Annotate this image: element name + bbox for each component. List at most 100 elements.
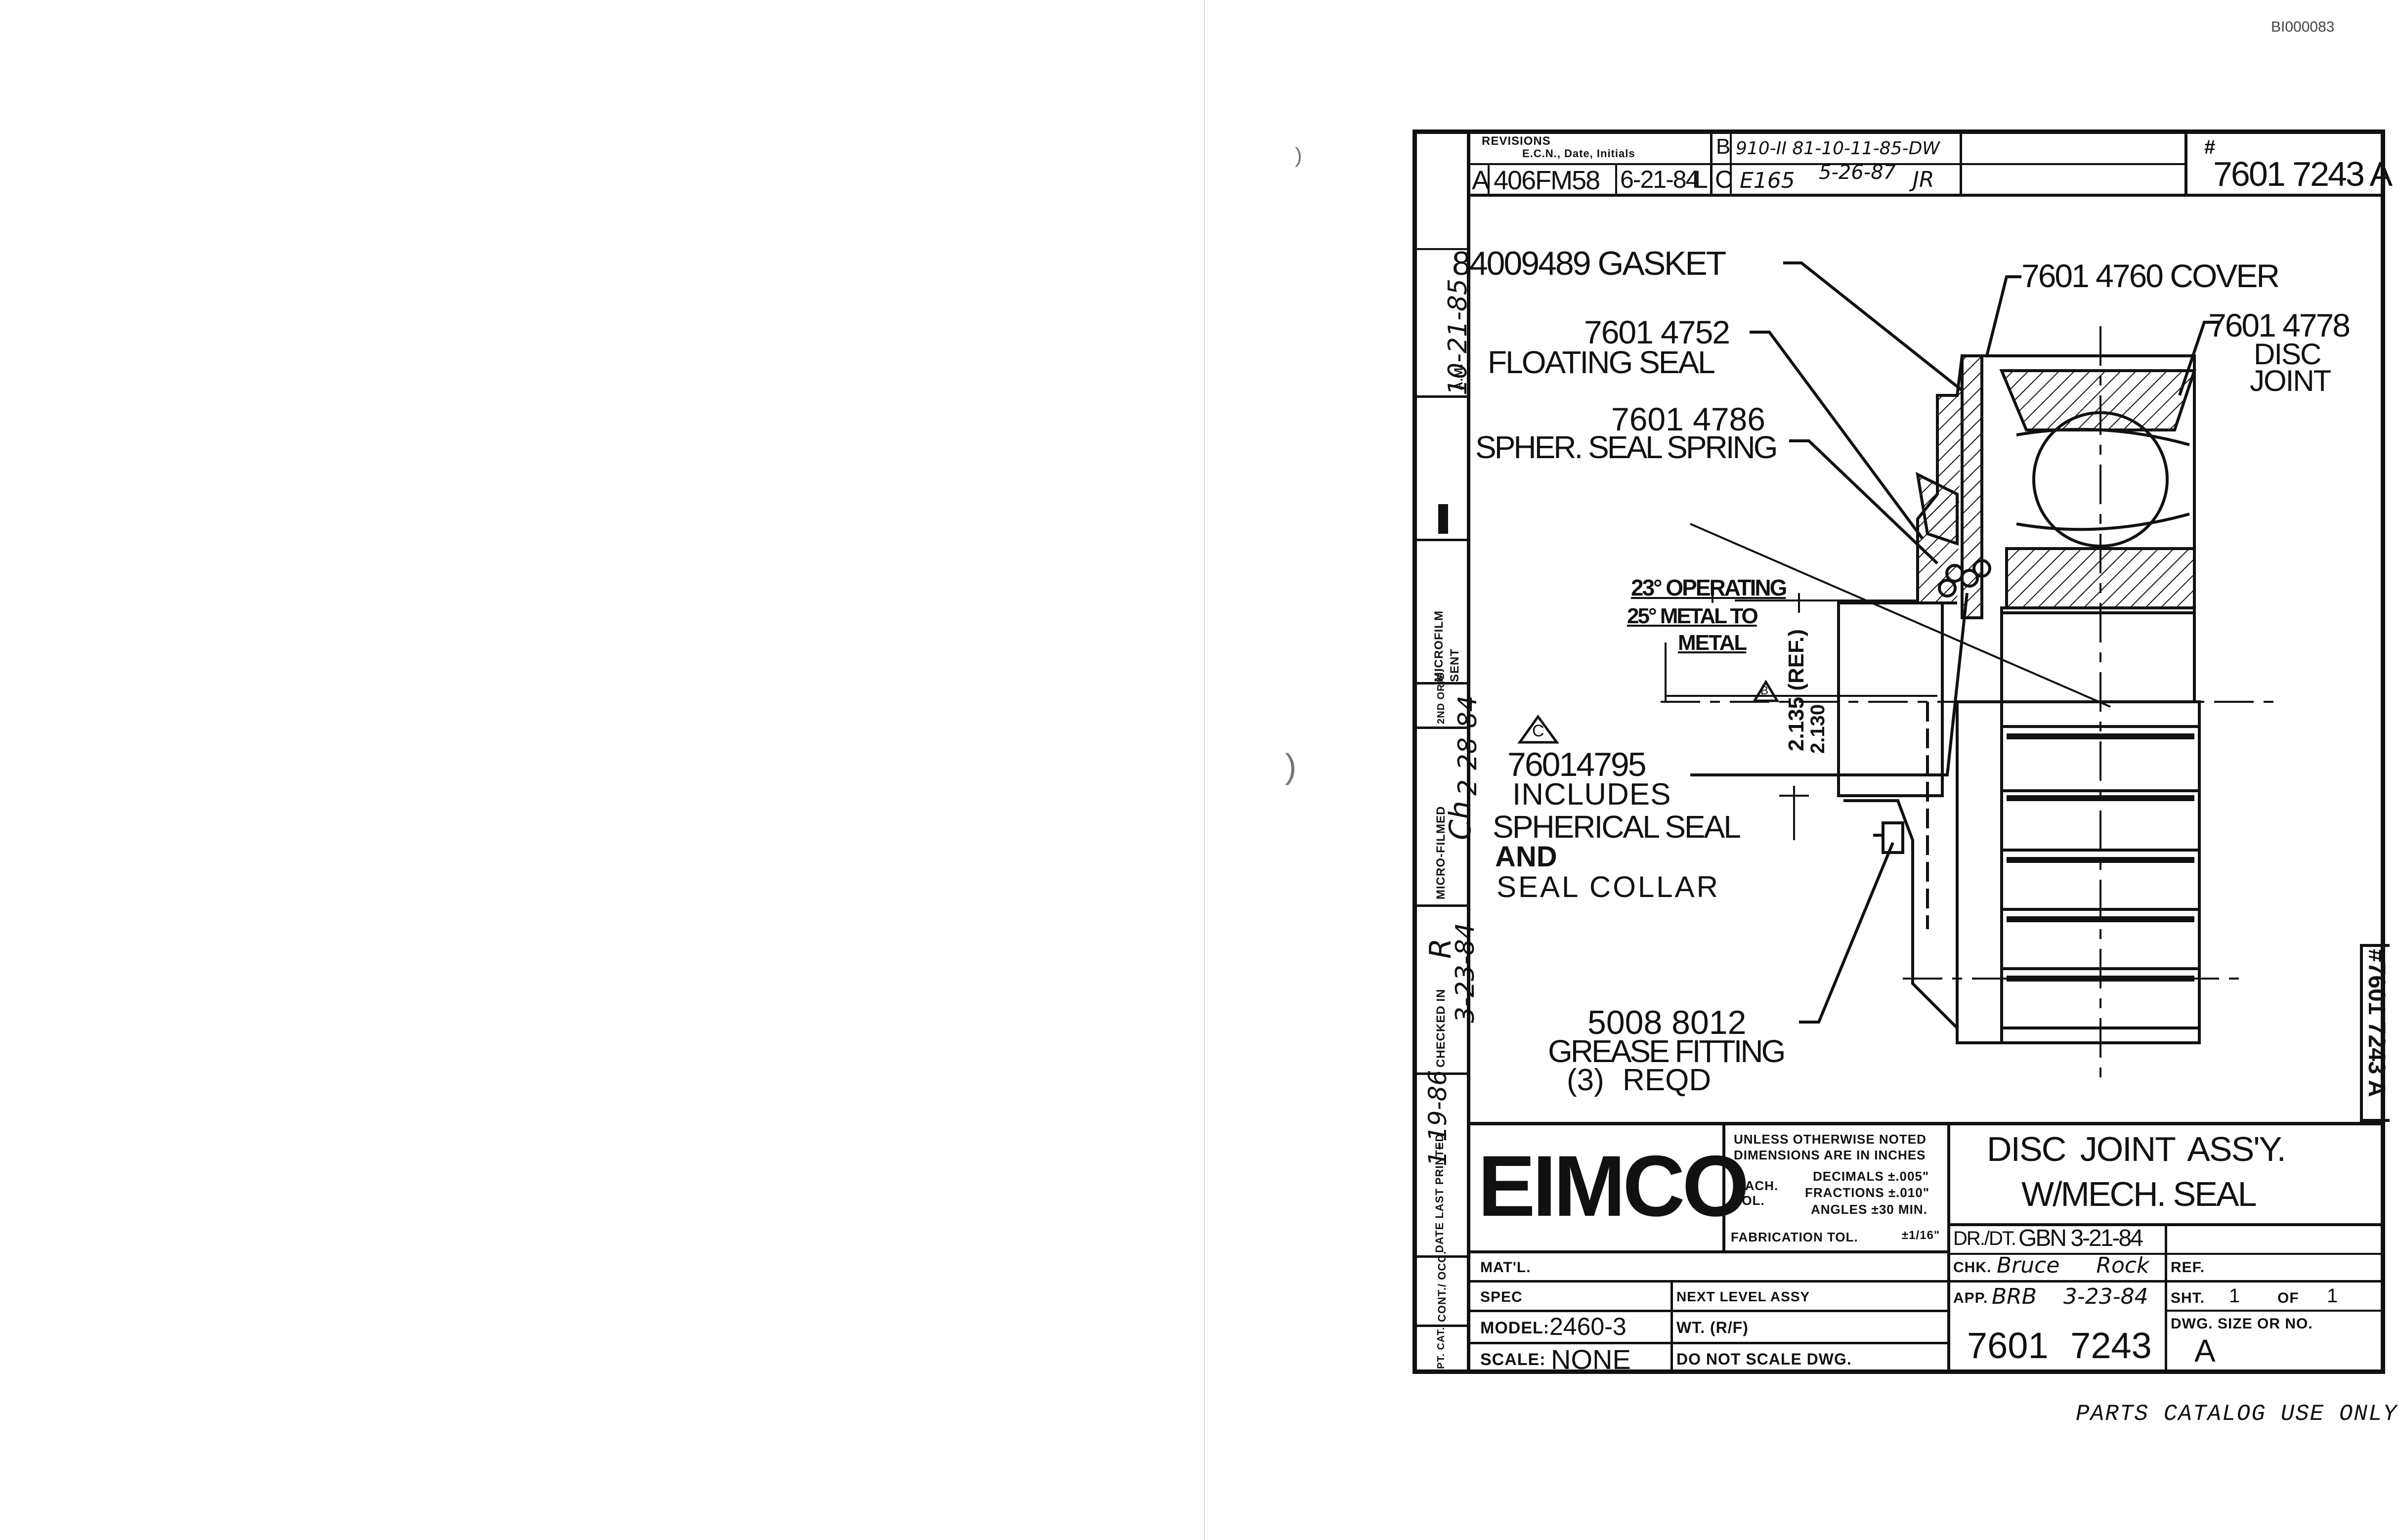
fractions-tolerance: FRACTIONS ±.010" [1805, 1185, 1930, 1200]
do-not-scale-note: DO NOT SCALE DWG. [1676, 1350, 1852, 1368]
strip-divider [1413, 682, 1468, 684]
spherical-seal-number: 76014795 [1507, 746, 1647, 783]
rev-grid-line [1960, 129, 1962, 195]
scale-value: NONE [1551, 1344, 1631, 1375]
checked-value: Bruce Rock [1997, 1253, 2149, 1278]
sheet-label: SHT. [2171, 1290, 2205, 1306]
side-number-tab [2360, 944, 2390, 1122]
drawing-title-line2: W/MECH. SEAL [2021, 1175, 2257, 1213]
rev-grid-line [1710, 129, 1712, 195]
reference-dimension: 2.135 (REF.) [1784, 629, 1808, 751]
cover-callout: 7601 4760 COVER [2021, 257, 2280, 294]
strip-divider [1413, 248, 1468, 250]
sheet-of-label: OF [2277, 1290, 2299, 1306]
model-value: 2460-3 [1549, 1313, 1627, 1340]
title-grid-line [1947, 1122, 1950, 1374]
material-label: MAT'L. [1480, 1259, 1531, 1276]
strip-divider [1413, 539, 1468, 541]
revision-block-bottom [1467, 194, 2385, 197]
rev-a-initials: L [1694, 166, 1708, 193]
company-logo: EIMCO [1478, 1138, 1750, 1235]
operating-angle-note: 23° OPERATING [1631, 575, 1787, 600]
strip-divider [1413, 395, 1468, 398]
tol-label: TOL. [1734, 1193, 1765, 1208]
rev-a-date: 6-21-84 [1620, 166, 1699, 193]
rev-a-ecn: 406FM58 [1494, 166, 1600, 195]
title-grid-line [1467, 1342, 1947, 1344]
ref-label: REF. [2171, 1259, 2205, 1276]
rev-grid-line [1467, 163, 2184, 165]
grease-fitting-quantity: (3) REQD [1567, 1063, 1712, 1097]
decimals-tolerance: DECIMALS ±.005" [1813, 1169, 1929, 1184]
microfilm-mark [1438, 504, 1448, 534]
scan-mark: ) [1285, 747, 1297, 785]
drawing-size-label: DWG. SIZE OR NO. [2171, 1316, 2313, 1332]
title-grid-line [1947, 1223, 2385, 1226]
drawn-value: GBN 3-21-84 [2018, 1225, 2143, 1251]
rev-grid-line [1488, 163, 1490, 195]
revisions-header: REVISIONS [1482, 134, 1551, 148]
title-grid-line [2165, 1310, 2385, 1312]
spherical-seal-line2: SPHERICAL SEAL [1493, 809, 1741, 845]
title-grid-line [1947, 1253, 2385, 1255]
tolerance-header-line2: DIMENSIONS ARE IN INCHES [1734, 1148, 1926, 1162]
rev-b-triangle-letter: B [1760, 684, 1769, 697]
fabrication-tolerance-label: FABRICATION TOL. [1731, 1230, 1858, 1244]
drawn-label: DR./DT. [1953, 1228, 2016, 1249]
page-fold [1204, 0, 1205, 1540]
drawing-title-line1: DISC JOINT ASS'Y. [1987, 1130, 2286, 1168]
spring-number: 7601 4786 [1611, 401, 1765, 437]
revisions-subheader: E.C.N., Date, Initials [1522, 147, 1635, 160]
weight-label: WT. (R/F) [1676, 1319, 1749, 1336]
model-label: MODEL: [1480, 1319, 1550, 1337]
fabrication-tolerance-value: ±1/16" [1902, 1229, 1940, 1242]
spherical-seal-line1: INCLUDES [1512, 777, 1671, 812]
title-grid-line [1670, 1280, 1673, 1374]
title-block-top [1467, 1122, 2385, 1125]
scale-label: SCALE: [1480, 1350, 1546, 1369]
sheet-number: 1 [2229, 1285, 2240, 1307]
spherical-seal-line3: AND [1495, 841, 1557, 873]
approved-label: APP. [1953, 1290, 1988, 1306]
mach-label: MACH. [1734, 1178, 1779, 1193]
title-grid-line [1467, 1310, 1947, 1312]
title-grid-line [1722, 1122, 1725, 1250]
rev-grid-line [2184, 129, 2187, 195]
disc-joint-number: 7601 4778 [2208, 307, 2351, 343]
metal-angle-note-line2: METAL [1678, 631, 1747, 655]
strip-divider [1413, 1072, 1468, 1075]
title-grid-line [2165, 1223, 2167, 1374]
tolerance-header-line1: UNLESS OTHERWISE NOTED [1734, 1132, 1927, 1147]
parts-catalog-note: PARTS CATALOG USE ONLY [2076, 1401, 2398, 1427]
title-grid-line [1467, 1250, 1947, 1253]
drawing-number: 7601 7243 A [2213, 155, 2393, 193]
scan-mark: ) [1295, 143, 1302, 168]
rev-c-letter: C [1715, 166, 1733, 193]
reference-dimension-lower: 2.130 [1807, 704, 1829, 754]
title-grid-line [1467, 1280, 2385, 1283]
rev-c-date: 5-26-87 [1819, 161, 1896, 184]
strip-divider [1413, 727, 1468, 729]
drawing-size-value: A [2194, 1333, 2216, 1369]
drawing-number-hash: # [2204, 136, 2216, 158]
metal-angle-note-line1: 25° METAL TO [1627, 604, 1758, 628]
disc-joint-name-line2: JOINT [2250, 364, 2331, 397]
sheet-total: 1 [2327, 1285, 2338, 1307]
floating-seal-number: 7601 4752 [1584, 314, 1730, 350]
disc-joint-name-line1: DISC [2254, 338, 2321, 371]
strip-divider [1413, 1255, 1468, 1258]
grease-fitting-number: 5008 8012 [1587, 1004, 1747, 1041]
gasket-callout: 84009489 GASKET [1452, 245, 1726, 282]
rev-b-text: 910-II 81-10-11-85-DW [1736, 138, 1940, 159]
spherical-seal-line4: SEAL COLLAR [1497, 870, 1720, 903]
rev-grid-line [1730, 129, 1732, 195]
rev-c-ecn: E165 [1740, 168, 1795, 193]
spec-label: SPEC [1480, 1289, 1523, 1305]
drawing-frame [1413, 129, 2385, 1374]
rev-c-triangle-letter: C [1532, 722, 1544, 740]
rev-c-initials: JR [1913, 167, 1934, 192]
rev-a-letter: A [1472, 166, 1490, 195]
angles-tolerance: ANGLES ±30 MIN. [1811, 1202, 1927, 1217]
approved-value: BRB 3-23-84 [1992, 1284, 2148, 1309]
